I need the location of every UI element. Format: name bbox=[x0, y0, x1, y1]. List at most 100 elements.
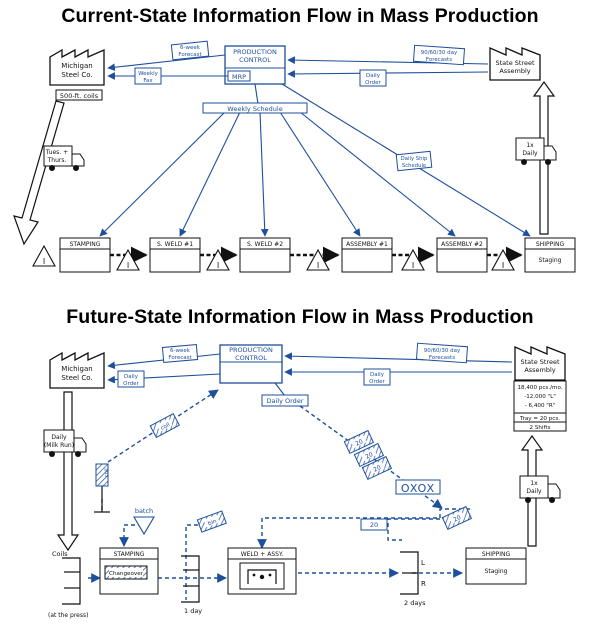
weekly-fax-tag bbox=[134, 67, 162, 85]
process-name: STAMPING bbox=[70, 241, 101, 248]
customer-ship-line1: 1x bbox=[530, 480, 538, 487]
supplier-factory-icon: Michigan Steel Co. bbox=[49, 48, 105, 86]
daily-order-left-line1: Daily bbox=[124, 374, 139, 380]
inventory-label: I bbox=[127, 261, 129, 270]
bin-kanban-label: bin bbox=[207, 518, 218, 527]
current-process-row: STAMPING S. WELD #1 S. WELD #2 ASSEMBLY … bbox=[32, 237, 576, 273]
forecasts-line2: Forecasts bbox=[426, 57, 452, 63]
production-control-line1: PRODUCTION bbox=[229, 346, 273, 354]
process-sub: Staging bbox=[539, 257, 562, 264]
future-flow-labels: 6-week Forecast Daily Order 90/60/30 day… bbox=[117, 342, 469, 407]
six-week-line1: 6-week bbox=[180, 45, 201, 51]
weld-assy-process-box: WELD + ASSY. bbox=[227, 547, 297, 595]
customer-name-line1: State Street bbox=[495, 59, 534, 67]
two-days-label: 2 days bbox=[404, 599, 426, 607]
customer-factory-icon: State Street Assembly bbox=[514, 346, 566, 381]
kanban-20-label: 20 bbox=[354, 438, 364, 448]
supplier-shipment-arrow bbox=[13, 100, 65, 246]
batch-label: batch bbox=[135, 507, 153, 515]
supplier-truck-icon: Tues. + Thurs. bbox=[43, 145, 85, 171]
kanban-20-staged-label: 20 bbox=[452, 514, 462, 524]
daily-order-right-line2: Order bbox=[369, 379, 385, 385]
left-part-label: L bbox=[421, 559, 425, 567]
one-day-label: 1 day bbox=[184, 607, 202, 615]
batch-signal-triangle bbox=[133, 516, 155, 536]
production-control-line1: PRODUCTION bbox=[233, 48, 277, 56]
staging-label: Staging bbox=[485, 568, 508, 575]
supplier-factory-icon: Michigan Steel Co. bbox=[49, 351, 105, 389]
daily-ship-schedule-tag bbox=[395, 150, 433, 172]
customer-ship-line2: Daily bbox=[526, 488, 542, 495]
customer-truck-icon: 1x Daily bbox=[519, 475, 561, 503]
inventory-label: I bbox=[217, 261, 219, 270]
daily-order-tag bbox=[359, 69, 387, 87]
process-box: S. WELD #1 bbox=[149, 237, 201, 273]
production-control-line2: CONTROL bbox=[235, 354, 267, 362]
supplier-ship-line2: (Milk Run) bbox=[44, 442, 74, 449]
daily-ship-line2: Schedule bbox=[402, 163, 426, 169]
kanban-20-card bbox=[360, 518, 388, 531]
bin-kanban-tag: bin bbox=[196, 510, 227, 533]
supplier-name-line2: Steel Co. bbox=[61, 374, 92, 382]
forecasts-tag bbox=[412, 44, 466, 66]
supplier-name-line1: Michigan bbox=[61, 365, 92, 373]
right-part-label: R bbox=[421, 580, 426, 588]
coil-kanban-label: coil bbox=[160, 422, 172, 432]
production-control-box bbox=[219, 344, 283, 384]
process-box: S. WELD #2 bbox=[239, 237, 291, 273]
withdrawal-kanban-stack: 20 20 20 bbox=[343, 429, 393, 481]
coils-supermarket bbox=[62, 557, 81, 605]
process-box: SHIPPING Staging bbox=[524, 237, 576, 273]
supplier-ship-line1: Daily bbox=[51, 434, 67, 441]
process-name: S. WELD #2 bbox=[247, 241, 283, 248]
shift-count: 2 Shifts bbox=[530, 425, 551, 431]
weld-assy-label: WELD + ASSY. bbox=[241, 551, 284, 558]
shipping-process-box: SHIPPING Staging bbox=[465, 547, 527, 585]
daily-ship-line1: Daily Ship bbox=[401, 156, 428, 162]
process-box: ASSEMBLY #1 bbox=[341, 237, 393, 273]
supplier-ship-line1: Tues. + bbox=[45, 149, 68, 156]
customer-demand-left: -12,000 "L" bbox=[524, 394, 556, 400]
customer-ship-line2: Daily bbox=[522, 150, 538, 157]
coil-post-label: coil bbox=[104, 468, 110, 477]
daily-order-line2: Order bbox=[365, 80, 381, 86]
weekly-fax-line2: Fax bbox=[143, 78, 153, 84]
coil-kanban-tag: coil bbox=[149, 413, 180, 439]
daily-order-left-tag bbox=[117, 370, 145, 388]
supplier-ship-line2: Thurs. bbox=[47, 157, 67, 164]
six-week-forecast-tag bbox=[170, 40, 210, 61]
supplier-name-line2: Steel Co. bbox=[61, 71, 92, 79]
at-press-label: (at the press) bbox=[48, 612, 88, 619]
supplier-name-line1: Michigan bbox=[61, 62, 92, 70]
customer-demand-right: - 6,400 "R" bbox=[525, 403, 556, 409]
daily-order-box bbox=[261, 394, 309, 407]
forecasts-line1: 90/60/30 day bbox=[424, 348, 461, 354]
production-kanban-20: 20 bbox=[441, 505, 473, 531]
customer-factory-icon: State Street Assembly bbox=[489, 47, 541, 81]
load-leveling-label: OXOX bbox=[401, 482, 435, 495]
load-leveling-box bbox=[395, 479, 441, 495]
stamping-label: STAMPING bbox=[114, 551, 145, 558]
customer-name-line2: Assembly bbox=[499, 67, 530, 75]
forecasts-line1: 90/60/30 day bbox=[421, 50, 458, 56]
customer-data-box: 18,400 pcs./mo. -12,000 "L" - 6,400 "R" … bbox=[513, 380, 567, 432]
process-box: ASSEMBLY #2 bbox=[436, 237, 488, 273]
finished-goods-supermarket: L R bbox=[400, 551, 426, 595]
tray-size: Tray = 20 pcs. bbox=[519, 416, 560, 422]
customer-demand: 18,400 pcs./mo. bbox=[517, 385, 562, 391]
current-state-title: Current-State Information Flow in Mass P… bbox=[61, 5, 539, 27]
coils-label: Coils bbox=[52, 550, 68, 558]
coil-lot-label: 500-ft. coils bbox=[60, 92, 99, 100]
mrp-label: MRP bbox=[232, 73, 246, 81]
customer-name-line1: State Street bbox=[520, 358, 559, 366]
daily-order-box-label: Daily Order bbox=[267, 397, 304, 405]
inventory-label: I bbox=[502, 261, 504, 270]
six-week-line2: Forecast bbox=[178, 52, 202, 58]
forecasts-line2: Forecasts bbox=[429, 355, 455, 361]
coil-lot-box bbox=[55, 89, 103, 101]
coil-signal-kanban-post: coil bbox=[94, 463, 110, 513]
changeover-label: Changeover bbox=[109, 571, 144, 577]
process-name: S. WELD #1 bbox=[157, 241, 193, 248]
daily-order-right-line1: Daily bbox=[370, 372, 385, 378]
